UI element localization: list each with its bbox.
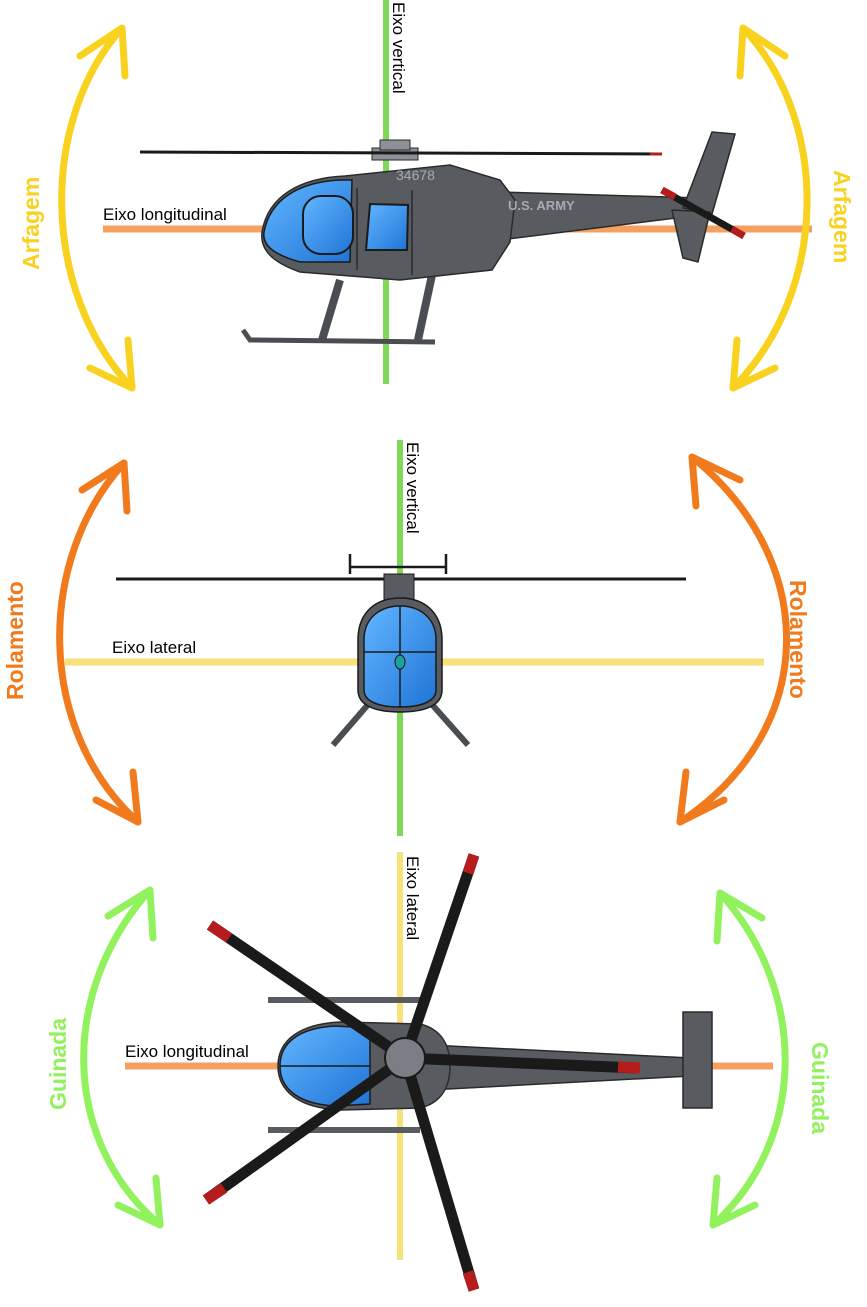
pitch-label-left: Arfagem <box>18 177 44 270</box>
top-view-panel: Eixo lateral Eixo longitudinal Guinada G… <box>45 852 833 1292</box>
front-lateral-axis-label: Eixo lateral <box>112 638 196 657</box>
roll-arrow-right <box>676 453 791 826</box>
top-lateral-axis-label: Eixo lateral <box>403 856 422 940</box>
yaw-arrow-left <box>80 886 164 1229</box>
front-vertical-axis-label: Eixo vertical <box>403 442 422 534</box>
side-helicopter: 34678 U.S. ARMY <box>139 131 746 345</box>
front-helicopter <box>116 554 686 747</box>
side-vertical-axis-label: Eixo vertical <box>389 2 408 94</box>
pitch-arrow-right <box>729 24 811 392</box>
yaw-arrow-right <box>709 889 789 1229</box>
roll-arrow-left <box>56 459 142 826</box>
front-view-panel: Eixo vertical Eixo lateral Rolamento Rol… <box>2 440 811 836</box>
roll-label-right: Rolamento <box>785 580 811 699</box>
top-helicopter <box>202 853 713 1292</box>
pitch-arrow-left <box>58 24 136 392</box>
yaw-label-left: Guinada <box>45 1018 71 1110</box>
side-army-marking: U.S. ARMY <box>508 198 575 213</box>
side-view-panel: 34678 U.S. ARMY Eixo vertical Eixo longi… <box>18 0 855 392</box>
top-longitudinal-axis-label: Eixo longitudinal <box>125 1042 249 1061</box>
side-longitudinal-axis-label: Eixo longitudinal <box>103 205 227 224</box>
pitch-label-right: Arfagem <box>829 170 855 263</box>
yaw-label-right: Guinada <box>807 1042 833 1134</box>
side-tail-number: 34678 <box>396 167 435 183</box>
roll-label-left: Rolamento <box>2 581 28 700</box>
